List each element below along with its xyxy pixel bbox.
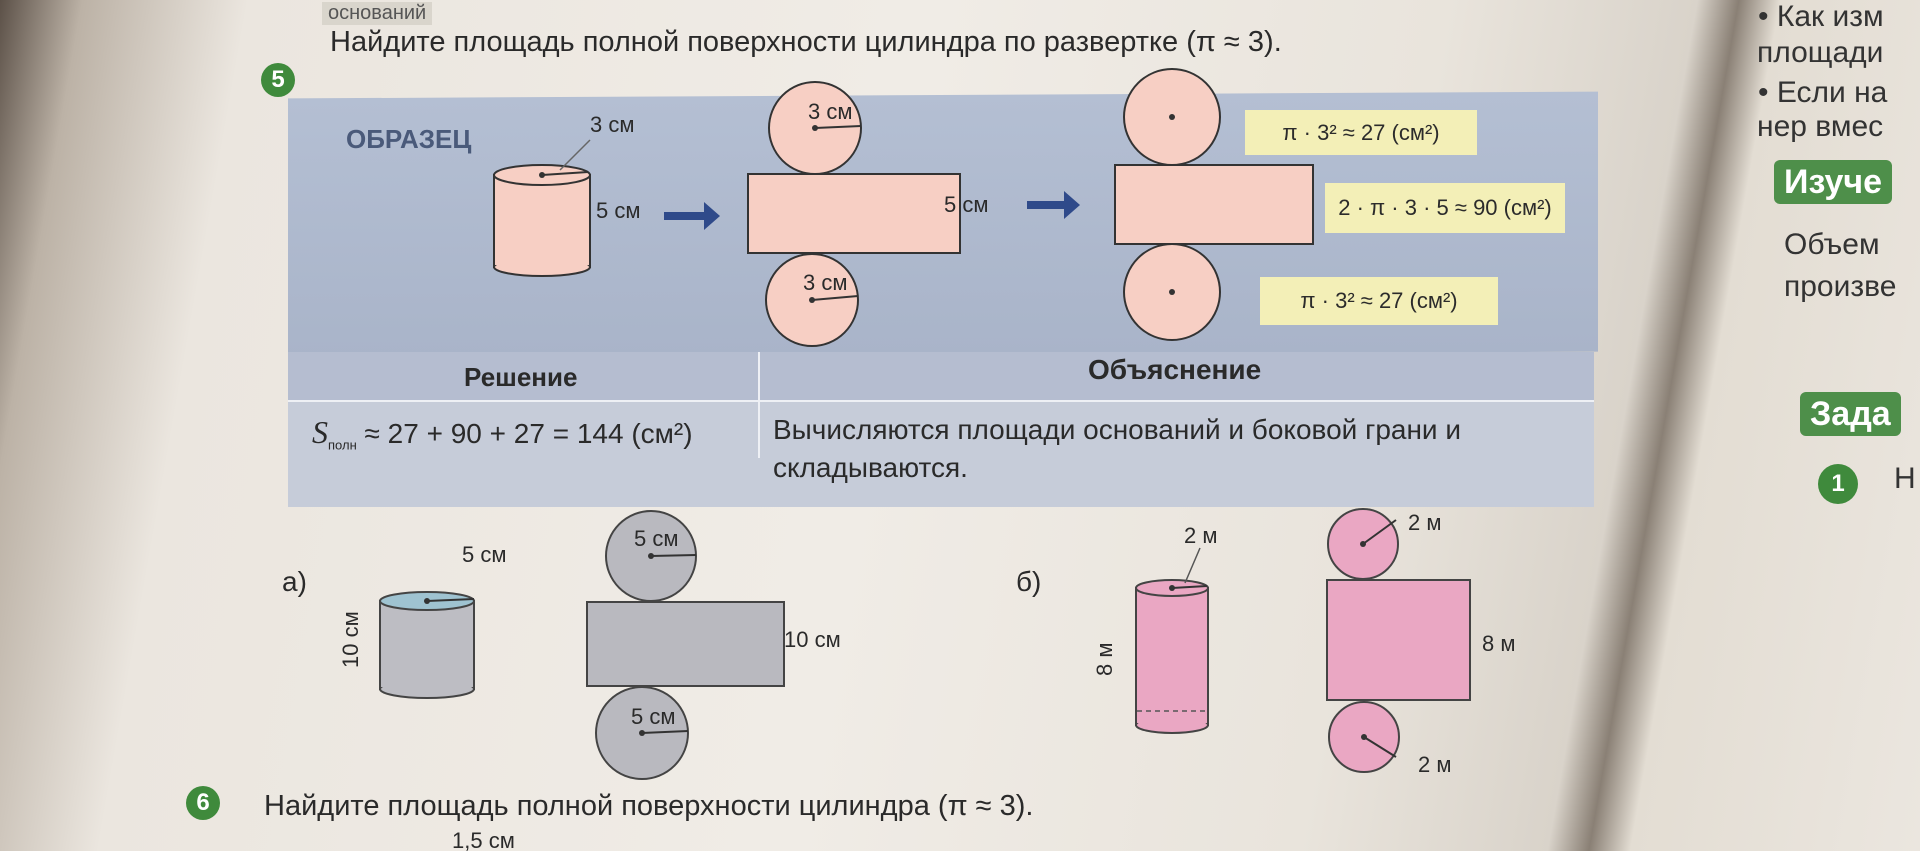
sample-cylinder xyxy=(493,139,591,277)
sample-radius-label: 3 см xyxy=(590,112,635,137)
part-a-height: 10 см xyxy=(338,611,363,668)
right-section-badge: Изуче xyxy=(1774,160,1893,204)
explanation-line2: складываются. xyxy=(773,452,968,483)
formula-side: 2 · π · 3 · 5 ≈ 90 (см²) xyxy=(1325,183,1565,233)
part-b-net-top: 2 м xyxy=(1408,510,1442,535)
part-b-label: б) xyxy=(1016,566,1042,597)
header-fragment: оснований xyxy=(322,2,433,25)
task6-title: Найдите площадь полной поверхности цилин… xyxy=(264,790,1034,822)
formula-bottom: π · 3² ≈ 27 (см²) xyxy=(1260,277,1498,325)
sample-net-computed xyxy=(1114,68,1314,341)
solution-table: Решение Объяснение Sполн ≈ 27 + 90 + 27 … xyxy=(288,352,1594,507)
right-task-badge: Зада xyxy=(1800,392,1901,436)
part-a-net-bottom: 5 см xyxy=(631,704,676,729)
task5-title: Найдите площадь полной поверхности цилин… xyxy=(330,26,1282,58)
part-b-height: 8 м xyxy=(1092,642,1117,676)
arrow-2 xyxy=(1027,191,1080,219)
task-number-badge: 5 xyxy=(261,63,295,97)
task6-number-badge: 6 xyxy=(186,786,220,820)
right-number-badge: 1 xyxy=(1818,464,1858,504)
table-column-divider xyxy=(758,352,760,458)
right-line5: Объем xyxy=(1784,228,1880,261)
part-b-net-height: 8 м xyxy=(1482,631,1516,656)
part-b-net xyxy=(1326,508,1471,773)
formula-top: π · 3² ≈ 27 (см²) xyxy=(1245,110,1477,155)
net-height-label: 5 см xyxy=(944,192,989,217)
sample-label: ОБРАЗЕЦ xyxy=(346,124,472,154)
surface-subscript: полн xyxy=(328,437,357,453)
table-divider xyxy=(288,400,1594,402)
part-a-label: а) xyxy=(282,566,307,597)
explanation-line1: Вычисляются площади оснований и боковой … xyxy=(773,414,1461,445)
part-b-cylinder xyxy=(1135,547,1209,734)
net-top-radius-label: 3 см xyxy=(808,99,853,124)
right-line2: площади xyxy=(1757,36,1884,69)
sample-height-label: 5 см xyxy=(596,198,641,223)
part-b-radius: 2 м xyxy=(1184,523,1218,548)
solution-header: Решение xyxy=(464,362,578,392)
explanation-header: Объяснение xyxy=(1088,354,1262,385)
sample-net xyxy=(747,81,961,347)
part-a-net xyxy=(586,510,785,780)
right-line6: произве xyxy=(1784,270,1897,303)
net-bottom-radius-label: 3 см xyxy=(803,270,848,295)
part-b-net-bottom: 2 м xyxy=(1418,752,1452,777)
right-line4: нер вмес xyxy=(1757,110,1884,143)
right-line3: • Если на xyxy=(1758,76,1888,109)
surface-symbol: S xyxy=(312,414,328,450)
solution-sum: ≈ 27 + 90 + 27 = 144 (см²) xyxy=(356,418,693,449)
part-a-radius: 5 см xyxy=(462,542,507,567)
right-line1: • Как изм xyxy=(1758,0,1884,33)
solution-formula: Sполн ≈ 27 + 90 + 27 = 144 (см²) xyxy=(312,414,693,453)
task6-fragment: 1,5 см xyxy=(452,828,515,851)
part-a-cylinder xyxy=(379,591,475,699)
part-a-net-height: 10 см xyxy=(784,627,841,652)
arrow-1 xyxy=(664,202,720,230)
part-a-net-top: 5 см xyxy=(634,526,679,551)
table-header-row xyxy=(288,352,1594,400)
right-line7: Н xyxy=(1894,462,1916,495)
